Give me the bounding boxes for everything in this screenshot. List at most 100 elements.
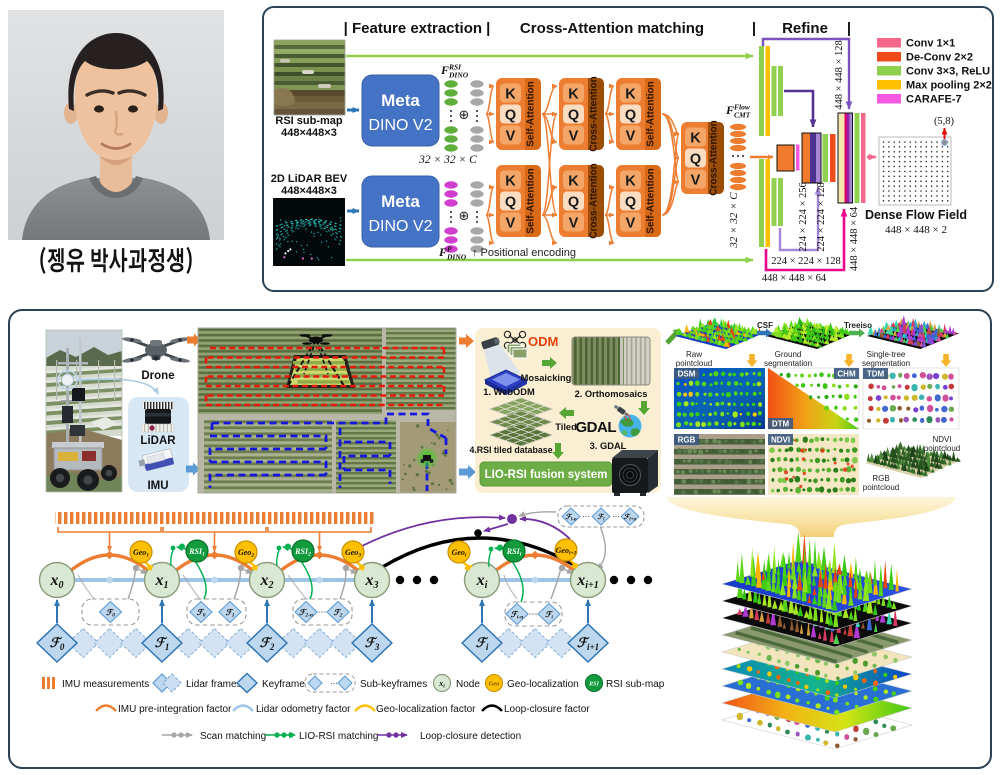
lidar-bev-label: 2D LiDAR BEV — [271, 173, 348, 185]
pose-node — [353, 561, 391, 599]
architecture-diagram: | Feature extraction | Cross-Attention ma… — [271, 20, 992, 284]
tiled-arrow — [559, 407, 574, 419]
keyframe-diamond-labeled — [141, 622, 183, 664]
gdal-icon — [613, 404, 642, 438]
refine-deconv-block — [776, 144, 800, 172]
sub-keyframe-diamond — [294, 600, 318, 624]
portrait-caption: (젱유 박사과정생) — [30, 243, 202, 277]
legend-label: Max pooling 2×2 — [906, 80, 992, 92]
dim-448-448-128: 448 × 448 × 128 — [834, 40, 845, 110]
loop-candidate-label: ℱl+n — [624, 513, 637, 523]
legend-geo-icon-text: Geo — [489, 681, 501, 688]
attn-v: V — [506, 215, 516, 231]
collar — [89, 176, 143, 198]
oplus-lidar: ⊕ — [459, 209, 470, 224]
attn-v: V — [569, 215, 579, 231]
loop-candidate-label: ℱl-n — [565, 513, 577, 523]
geo-node-label: Geo3 — [345, 548, 361, 559]
rsi-pos-token-column — [469, 79, 485, 153]
attn-label: Cross-Attention — [589, 76, 600, 152]
gdal-step-label: 3. GDAL — [590, 441, 627, 451]
legend-rsi-icon-text: RSI — [588, 682, 599, 688]
imu-icon — [138, 448, 174, 471]
pose-node — [143, 561, 181, 599]
legend-matching-icon — [162, 732, 193, 738]
legend-rsi-label: RSI sub-map — [606, 679, 665, 690]
legend-node-icon — [432, 673, 452, 693]
rsi-node-label: RSI2 — [294, 547, 311, 558]
imu-to-aerial-arrow — [186, 462, 200, 476]
eyebrow — [117, 89, 147, 97]
dim-224-224-256: 224 × 224 × 256 — [798, 182, 809, 252]
portrait-photo-image — [8, 10, 224, 240]
legend-matching-label: Scan matching — [200, 731, 266, 742]
lidar-frame-diamond — [93, 627, 126, 659]
pose-node-label: x3 — [365, 572, 379, 591]
mosaicking-arrow — [542, 357, 557, 369]
attn-q: Q — [505, 107, 516, 123]
gnss-antenna — [61, 373, 74, 387]
lidar-bev-image — [273, 198, 345, 266]
svg-text:Flow: Flow — [734, 103, 751, 112]
eye — [128, 105, 138, 113]
aerial-drone-icon — [299, 334, 333, 345]
header-feature-extraction: | Feature extraction | — [344, 20, 491, 37]
aerial-field-image — [197, 327, 457, 494]
column-down-arrow — [843, 354, 855, 367]
header-refine: Refine — [782, 20, 828, 37]
flow-field-title: Dense Flow Field — [865, 208, 967, 222]
keyframe-label: ℱi — [476, 635, 489, 652]
keyframe-diamond-labeled — [351, 622, 393, 664]
sub-keyframe-label: ℱi-n — [511, 610, 524, 621]
lidar-token-column — [443, 180, 459, 254]
geo-node-label: Geoi+1 — [556, 546, 577, 557]
dim-224-224-128: 224 × 224 × 128 — [816, 182, 827, 252]
dim-448-448-64-v: 448 × 448 × 64 — [849, 206, 860, 271]
colored-pointcloud-image — [865, 441, 961, 478]
scan-matching-curves — [77, 564, 574, 600]
rgb-chip: RGB — [678, 436, 696, 445]
attn-k: K — [505, 173, 516, 189]
header-cross-attention-matching: Cross-Attention matching — [520, 20, 704, 37]
legend-swatch — [877, 66, 901, 76]
dino-line2: DINO V2 — [368, 117, 432, 134]
lidar-frame-diamond — [492, 627, 525, 659]
keyframe-label: ℱ1 — [155, 635, 170, 652]
dino-line2: DINO V2 — [368, 218, 432, 235]
robot-field-photo — [45, 329, 123, 493]
lidar-pos-token-column — [469, 180, 485, 254]
pose-node — [248, 561, 286, 599]
loop-detection-curve-left — [361, 514, 506, 547]
legend-rsi-icon — [584, 673, 604, 693]
refine-mid-bars — [801, 132, 836, 184]
dsm-image: DSM — [674, 368, 765, 429]
lidar-frame-diamond — [119, 627, 152, 659]
sub-keyframe-label: ℱ0 — [106, 608, 115, 619]
odm-logo-text: ODM — [528, 334, 558, 349]
sub-keyframe-label: ℱi — [545, 610, 553, 621]
attn-label: Self-Attention — [526, 168, 537, 234]
orthomosaic-image — [571, 336, 651, 386]
attn-q: Q — [625, 107, 636, 123]
portrait-caption-glyphs — [40, 246, 192, 274]
tiled-db-label: 4.RSI tiled database — [469, 445, 552, 455]
imu-label: IMU — [147, 480, 168, 492]
ellipsis-dot — [395, 575, 405, 585]
sub-keyframe-label: ℱ2-n — [299, 608, 313, 619]
pose-node-label: x1 — [155, 572, 169, 591]
pose-node-label: x0 — [50, 572, 64, 591]
fusion-output-arrow — [665, 329, 680, 345]
lidar-frame-diamond — [519, 627, 551, 659]
